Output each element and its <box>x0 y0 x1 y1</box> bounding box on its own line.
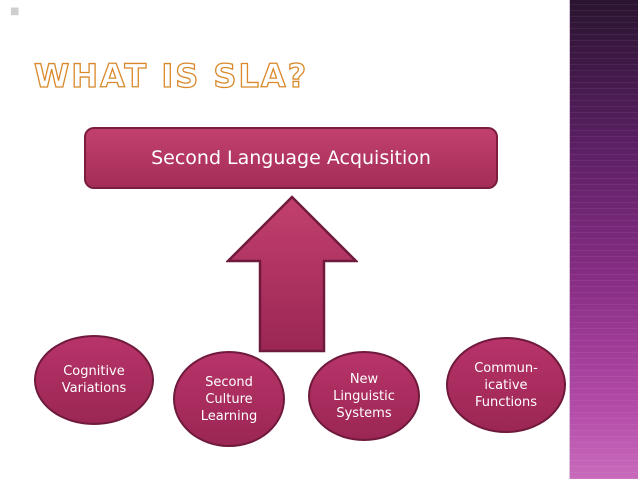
bubble-communicative-functions: Commun- icative Functions <box>446 337 566 433</box>
bubble-line: New <box>349 371 379 387</box>
decorative-side-band <box>569 0 638 479</box>
slide-title: WHAT IS SLA? <box>33 56 309 95</box>
up-arrow-shape <box>226 195 358 353</box>
up-arrow <box>226 195 358 353</box>
bubble-line: Commun- <box>474 360 538 376</box>
bubble-line: Functions <box>474 394 538 410</box>
bubble-line: Cognitive <box>63 364 125 379</box>
bubble-line: icative <box>484 377 528 393</box>
corner-ornament: ■ <box>10 6 20 17</box>
bubble-line: Variations <box>61 381 127 396</box>
bubble-second-culture-learning: Second Culture Learning <box>173 351 285 447</box>
bubble-new-linguistic-systems: New Linguistic Systems <box>308 351 420 441</box>
bubble-cognitive-variations: Cognitive Variations <box>34 335 154 425</box>
top-box-sla: Second Language Acquisition <box>84 127 498 189</box>
top-box-label: Second Language Acquisition <box>151 147 431 169</box>
bubble-line: Linguistic <box>333 388 395 404</box>
bubble-line: Second <box>205 374 253 390</box>
bubble-line: Systems <box>336 405 392 421</box>
bubble-line: Learning <box>200 408 258 424</box>
bubble-line: Culture <box>205 391 253 407</box>
